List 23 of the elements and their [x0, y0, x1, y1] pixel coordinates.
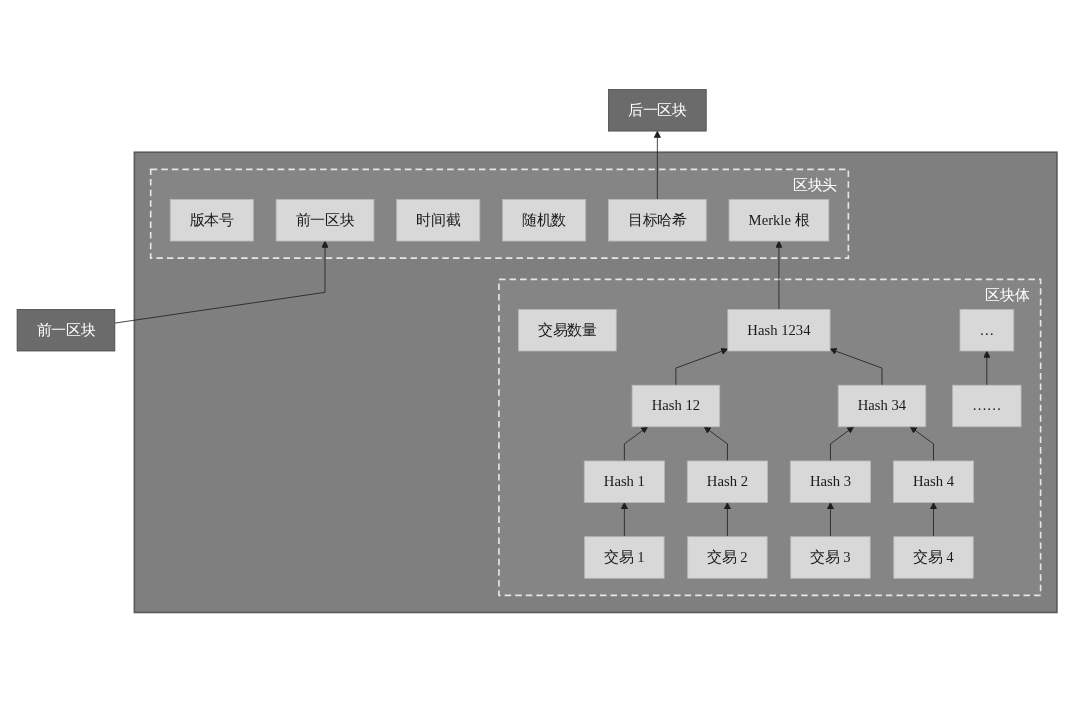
node-box: 交易 3 — [790, 536, 871, 579]
node-box: Hash 2 — [686, 460, 768, 503]
node-box: 交易 4 — [893, 536, 974, 579]
node-box: Merkle 根 — [728, 199, 830, 242]
node-box: 前一区块 — [16, 309, 116, 352]
node-box: 交易数量 — [518, 309, 617, 352]
node-box: Hash 4 — [892, 460, 975, 503]
node-box: 交易 1 — [584, 536, 665, 579]
node-box: Hash 1234 — [727, 309, 831, 352]
node-box: Hash 3 — [789, 460, 871, 503]
node-box: 后一区块 — [608, 89, 707, 132]
node-box: 前一区块 — [275, 199, 375, 242]
node-box: … — [959, 309, 1015, 352]
node-box: 版本号 — [169, 199, 254, 242]
node-box: 随机数 — [502, 199, 587, 242]
node-box: Hash 34 — [837, 384, 927, 428]
cluster — [133, 151, 1058, 614]
node-box: 交易 2 — [687, 536, 768, 579]
node-box: 时间截 — [396, 199, 481, 242]
node-box: 目标哈希 — [608, 199, 707, 242]
node-box: Hash 12 — [631, 384, 721, 428]
node-box: …… — [952, 384, 1022, 428]
node-box: Hash 1 — [583, 460, 665, 503]
